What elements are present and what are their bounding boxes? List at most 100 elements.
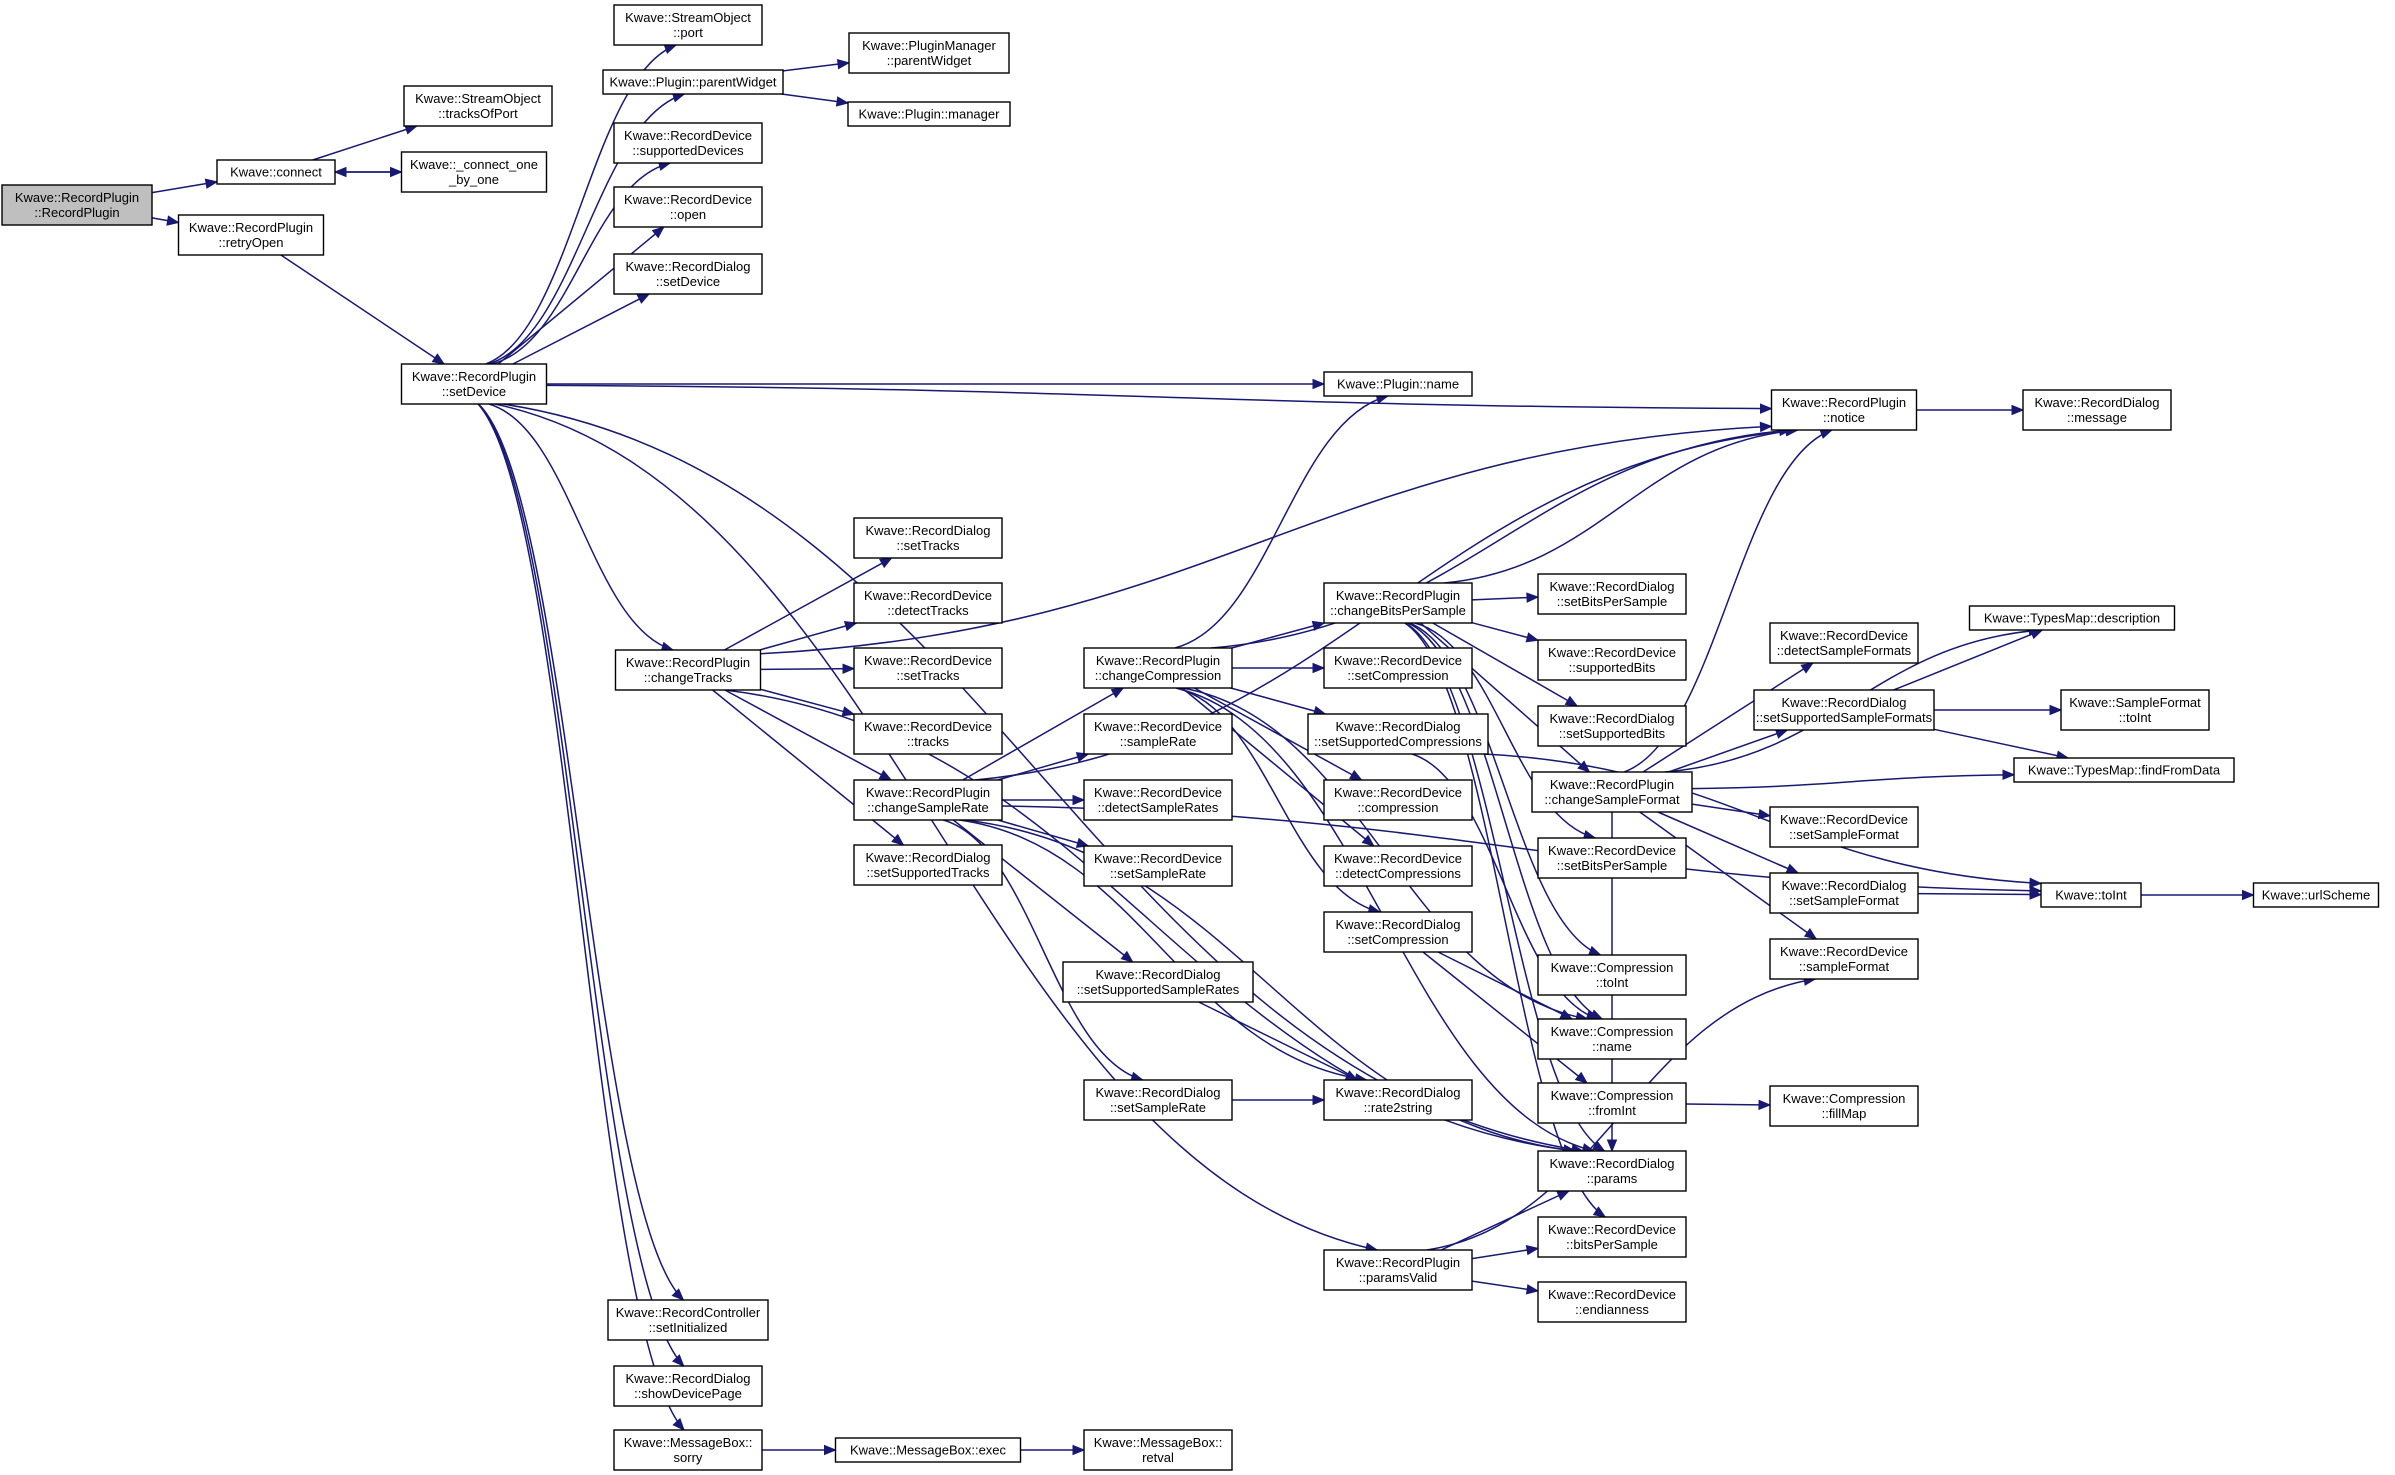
- node-dlg-set-sample-format[interactable]: Kwave::RecordDialog::setSampleFormat: [1769, 872, 1919, 914]
- node-endianness[interactable]: Kwave::RecordDevice::endianness: [1537, 1281, 1687, 1323]
- node-sf-to-int[interactable]: Kwave::SampleFormat::toInt: [2060, 689, 2210, 731]
- node-box: [1323, 1079, 1473, 1121]
- node-bits-per-sample[interactable]: Kwave::RecordDevice::bitsPerSample: [1537, 1216, 1687, 1258]
- node-box: [1537, 639, 1687, 681]
- node-sample-rate[interactable]: Kwave::RecordDevice::sampleRate: [1083, 713, 1233, 755]
- node-retry-open[interactable]: Kwave::RecordPlugin::retryOpen: [177, 214, 325, 256]
- node-to-int[interactable]: Kwave::toInt: [2040, 882, 2142, 908]
- node-tracks[interactable]: Kwave::RecordDevice::tracks: [853, 713, 1003, 755]
- edge-change-sample-format-to-find-from-data: [1691, 773, 2015, 790]
- node-label: ::setSampleFormat: [1789, 827, 1899, 842]
- node-notice[interactable]: Kwave::RecordPlugin::notice: [1770, 389, 1918, 431]
- node-manager[interactable]: Kwave::Plugin::manager: [847, 101, 1011, 127]
- arrowhead-exec-to-retval: [1072, 1444, 1086, 1456]
- node-connect[interactable]: Kwave::connect: [216, 159, 336, 185]
- node-dlg-set-compression[interactable]: Kwave::RecordDialog::setCompression: [1323, 911, 1473, 953]
- node-change-bits-per-sample[interactable]: Kwave::RecordPlugin::changeBitsPerSample: [1323, 582, 1473, 624]
- node-supported-devices[interactable]: Kwave::RecordDevice::supportedDevices: [613, 122, 763, 164]
- arrowhead-change-sample-format-to-detect-sample-formats: [1800, 662, 1815, 674]
- node-plugin-name[interactable]: Kwave::Plugin::name: [1323, 371, 1473, 397]
- node-exec[interactable]: Kwave::MessageBox::exec: [834, 1437, 1022, 1463]
- node-tracks-of-port[interactable]: Kwave::StreamObject::tracksOfPort: [403, 85, 553, 127]
- arrowhead-to-int-to-url-scheme: [2242, 889, 2255, 901]
- node-sorry[interactable]: Kwave::MessageBox::sorry: [613, 1429, 763, 1471]
- node-fill-map[interactable]: Kwave::Compression::fillMap: [1769, 1085, 1919, 1127]
- node-set-supported-tracks[interactable]: Kwave::RecordDialog::setSupportedTracks: [853, 844, 1003, 886]
- node-connect-one[interactable]: Kwave::_connect_one_by_one: [400, 151, 548, 193]
- edge-dlg-set-compression-to-comp-name: [1437, 951, 1573, 1020]
- node-find-from-data[interactable]: Kwave::TypesMap::findFromData: [2013, 757, 2235, 783]
- node-box: [613, 122, 763, 164]
- node-parent-widget[interactable]: Kwave::Plugin::parentWidget: [602, 69, 784, 95]
- node-set-supported-compressions[interactable]: Kwave::RecordDialog::setSupportedCompres…: [1307, 713, 1489, 755]
- node-dev-set-compression[interactable]: Kwave::RecordDevice::setCompression: [1323, 647, 1473, 689]
- node-set-supported-sample-formats[interactable]: Kwave::RecordDialog::setSupportedSampleF…: [1753, 689, 1935, 731]
- node-box: [614, 649, 762, 691]
- edge-params-valid-to-params: [1440, 1190, 1570, 1251]
- node-label: Kwave::RecordPlugin: [15, 190, 139, 205]
- node-change-sample-format[interactable]: Kwave::RecordPlugin::changeSampleFormat: [1531, 771, 1693, 813]
- node-change-tracks[interactable]: Kwave::RecordPlugin::changeTracks: [614, 649, 762, 691]
- node-box: [1537, 705, 1687, 747]
- node-comp-to-int[interactable]: Kwave::Compression::toInt: [1537, 954, 1687, 996]
- node-box: [1537, 1082, 1687, 1124]
- node-label: Kwave::_connect_one: [410, 157, 538, 172]
- node-set-supported-bits[interactable]: Kwave::RecordDialog::setSupportedBits: [1537, 705, 1687, 747]
- node-from-int[interactable]: Kwave::Compression::fromInt: [1537, 1082, 1687, 1124]
- node-sample-format[interactable]: Kwave::RecordDevice::sampleFormat: [1769, 938, 1919, 980]
- node-box: [613, 253, 763, 295]
- node-show-device-page[interactable]: Kwave::RecordDialog::showDevicePage: [613, 1365, 763, 1407]
- node-description[interactable]: Kwave::TypesMap::description: [1968, 605, 2176, 631]
- node-comp-name[interactable]: Kwave::Compression::name: [1537, 1018, 1687, 1060]
- node-label: _by_one: [448, 172, 499, 187]
- node-label: Kwave::Compression: [1551, 1088, 1674, 1103]
- node-change-sample-rate[interactable]: Kwave::RecordPlugin::changeSampleRate: [853, 779, 1003, 821]
- node-port[interactable]: Kwave::StreamObject::port: [613, 4, 763, 46]
- node-detect-tracks[interactable]: Kwave::RecordDevice::detectTracks: [853, 582, 1003, 624]
- node-box: [400, 363, 548, 405]
- node-dlg-set-bits-per-sample[interactable]: Kwave::RecordDialog::setBitsPerSample: [1537, 573, 1687, 615]
- node-retval[interactable]: Kwave::MessageBox::retval: [1083, 1429, 1233, 1471]
- node-message[interactable]: Kwave::RecordDialog::message: [2022, 389, 2172, 431]
- node-set-supported-sample-rates[interactable]: Kwave::RecordDialog::setSupportedSampleR…: [1062, 961, 1254, 1003]
- node-label: retval: [1142, 1450, 1174, 1465]
- node-label: ::open: [670, 207, 706, 222]
- node-label: ::setCompression: [1347, 668, 1448, 683]
- node-dev-set-bits-per-sample[interactable]: Kwave::RecordDevice::setBitsPerSample: [1537, 837, 1687, 879]
- node-params-valid[interactable]: Kwave::RecordPlugin::paramsValid: [1323, 1249, 1473, 1291]
- node-dlg-set-device[interactable]: Kwave::RecordDialog::setDevice: [613, 253, 763, 295]
- node-dev-set-sample-rate[interactable]: Kwave::RecordDevice::setSampleRate: [1083, 845, 1233, 887]
- node-label: Kwave::RecordDialog: [1335, 917, 1460, 932]
- node-compression[interactable]: Kwave::RecordDevice::compression: [1323, 779, 1473, 821]
- node-set-initialized[interactable]: Kwave::RecordController::setInitialized: [607, 1299, 769, 1341]
- node-dev-set-sample-format[interactable]: Kwave::RecordDevice::setSampleFormat: [1769, 806, 1919, 848]
- node-detect-compressions[interactable]: Kwave::RecordDevice::detectCompressions: [1323, 845, 1473, 887]
- edge-change-sample-format-to-sample-format: [1639, 811, 1817, 940]
- node-pm-parent-widget[interactable]: Kwave::PluginManager::parentWidget: [848, 32, 1010, 74]
- arrowhead-change-sample-rate-to-detect-sample-rates: [1072, 794, 1086, 806]
- node-detect-sample-rates[interactable]: Kwave::RecordDevice::detectSampleRates: [1083, 779, 1233, 821]
- node-label: ::supportedBits: [1569, 660, 1656, 675]
- node-root[interactable]: Kwave::RecordPlugin::RecordPlugin: [1, 184, 153, 226]
- node-detect-sample-formats[interactable]: Kwave::RecordDevice::detectSampleFormats: [1769, 622, 1919, 664]
- node-box: [1083, 713, 1233, 755]
- node-params[interactable]: Kwave::RecordDialog::params: [1537, 1150, 1687, 1192]
- edge-change-compression-to-detect-compressions: [1181, 687, 1375, 847]
- node-box: [853, 517, 1003, 559]
- node-label: Kwave::Compression: [1551, 1024, 1674, 1039]
- node-dev-set-tracks[interactable]: Kwave::RecordDevice::setTracks: [853, 647, 1003, 689]
- node-label: ::sampleFormat: [1799, 959, 1890, 974]
- node-dlg-set-sample-rate[interactable]: Kwave::RecordDialog::setSampleRate: [1083, 1079, 1233, 1121]
- edge-set-device-to-set-initialized: [478, 403, 684, 1301]
- node-change-compression[interactable]: Kwave::RecordPlugin::changeCompression: [1083, 647, 1233, 689]
- node-label: Kwave::StreamObject: [415, 91, 541, 106]
- node-supported-bits[interactable]: Kwave::RecordDevice::supportedBits: [1537, 639, 1687, 681]
- node-set-device[interactable]: Kwave::RecordPlugin::setDevice: [400, 363, 548, 405]
- node-box: [2013, 757, 2235, 783]
- node-dlg-set-tracks[interactable]: Kwave::RecordDialog::setTracks: [853, 517, 1003, 559]
- node-open[interactable]: Kwave::RecordDevice::open: [613, 186, 763, 228]
- node-rate2string[interactable]: Kwave::RecordDialog::rate2string: [1323, 1079, 1473, 1121]
- arrowhead-set-supported-sample-rates-to-rate2string: [1344, 1070, 1359, 1081]
- node-url-scheme[interactable]: Kwave::urlScheme: [2252, 882, 2380, 908]
- node-label: ::setSampleRate: [1110, 1100, 1206, 1115]
